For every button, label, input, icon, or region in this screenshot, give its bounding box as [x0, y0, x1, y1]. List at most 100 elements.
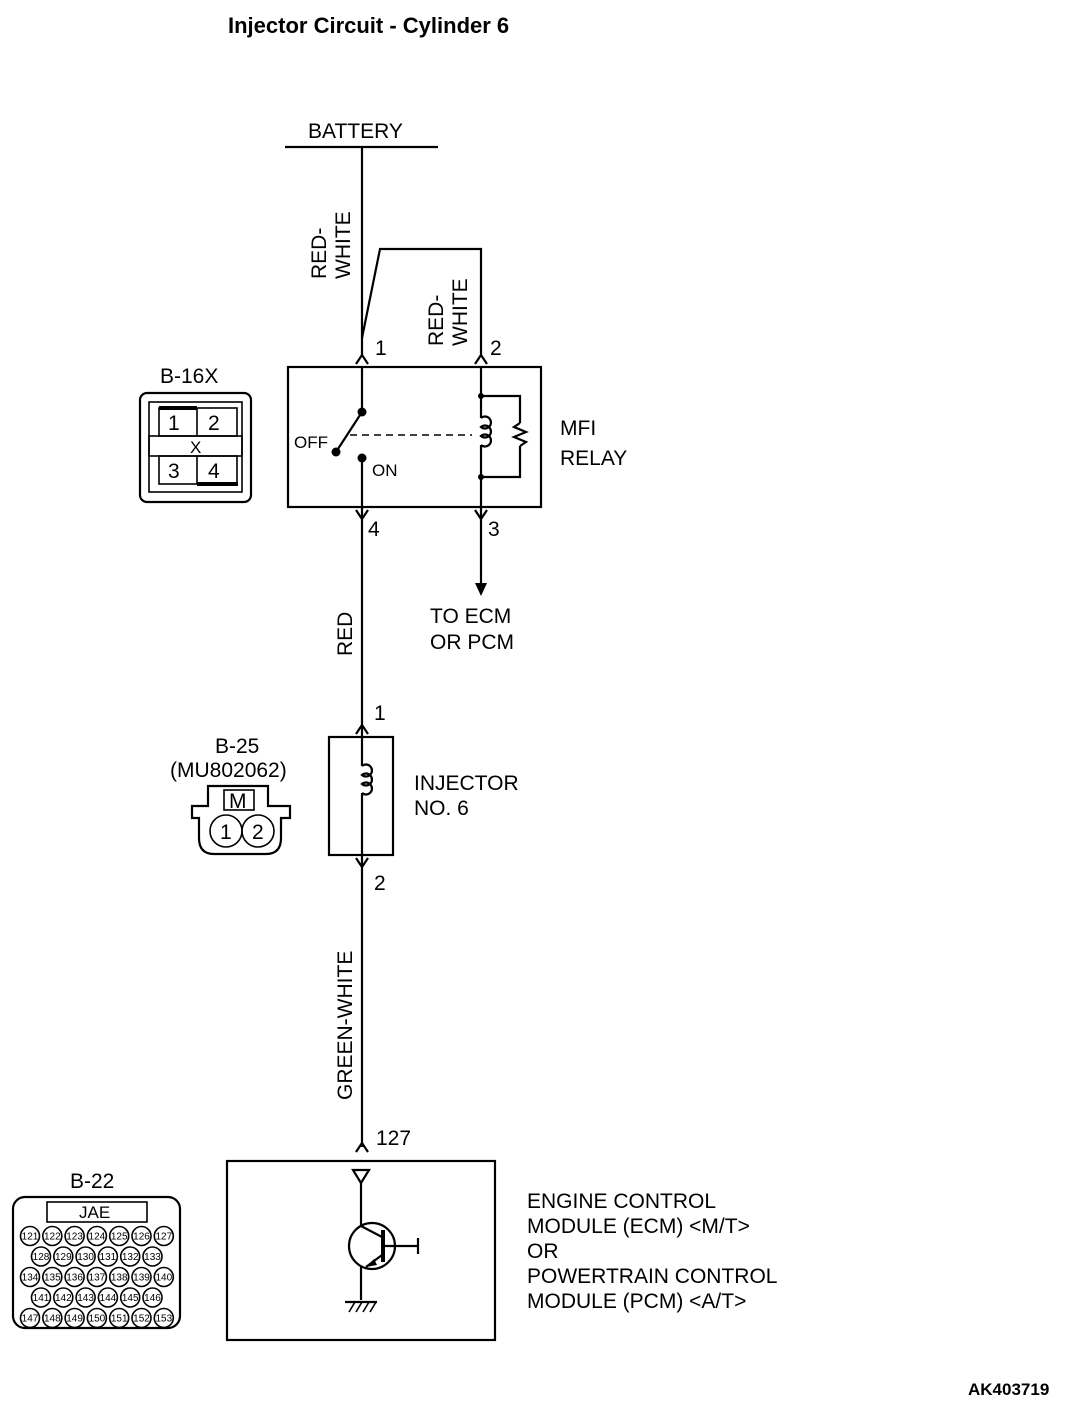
b16x-cell: 2: [208, 412, 220, 435]
mfi-relay-label-2: RELAY: [560, 447, 627, 470]
b22-pin-label: 138: [111, 1273, 128, 1284]
b22-pin: [153, 1307, 175, 1329]
b22-pin: [142, 1246, 163, 1267]
ecm-label-line: POWERTRAIN CONTROL: [527, 1265, 777, 1288]
b22-pin-label: 152: [133, 1314, 150, 1325]
mfi-relay-body: [286, 365, 543, 509]
b22-pin-label: 131: [100, 1252, 117, 1263]
switch-off-label: OFF: [294, 433, 328, 452]
b22-pin: [19, 1225, 41, 1247]
injector-label-1: INJECTOR: [414, 772, 519, 795]
arrow-down-icon: [475, 583, 487, 596]
wire-label-line: RED-: [425, 295, 448, 346]
b22-pin-label: 143: [77, 1293, 94, 1304]
injector-pin-2: 2: [374, 872, 386, 895]
b22-pin: [86, 1266, 108, 1288]
relay-pin-4: 4: [368, 518, 380, 541]
b22-pin: [41, 1266, 63, 1288]
b22-pin: [75, 1287, 96, 1308]
wire-label-green-white: GREEN-WHITE: [334, 951, 357, 1100]
b22-pin-label: 149: [66, 1314, 83, 1325]
b22-pin-label: 126: [133, 1232, 150, 1243]
relay-pin-2: 2: [490, 337, 502, 360]
b22-pin-label: 130: [77, 1252, 94, 1263]
wire-label-red-white-left: RED- WHITE: [308, 211, 355, 279]
b22-pin-label: 146: [144, 1293, 161, 1304]
b22-pin: [41, 1307, 63, 1329]
b22-pin-label: 140: [155, 1273, 172, 1284]
b22-pin-label: 129: [55, 1252, 72, 1263]
figure-code: AK403719: [968, 1380, 1049, 1399]
b22-pin-label: 123: [66, 1232, 83, 1243]
b22-pin-label: 133: [144, 1252, 161, 1263]
mfi-relay: 1 2 3 4 OFF ON MFI RELAY: [286, 337, 627, 541]
b22-pin: [64, 1307, 85, 1329]
b22-pin-label: 135: [44, 1273, 61, 1284]
b25-pin: 2: [252, 821, 264, 844]
b16x-cell: 4: [208, 460, 220, 483]
b22-pin-label: 141: [33, 1293, 50, 1304]
ecm-label: ENGINE CONTROL MODULE (ECM) <M/T> OR POW…: [527, 1190, 783, 1313]
b25-pin: 1: [220, 821, 232, 844]
b22-pin-label: 150: [89, 1314, 106, 1325]
wire-label-red: RED: [334, 612, 357, 656]
b22-pin-label: 137: [89, 1273, 106, 1284]
b22-pin-label: 122: [44, 1232, 61, 1243]
b22-pin-label: 125: [111, 1232, 128, 1243]
b22-pin-label: 128: [33, 1252, 50, 1263]
b22-pin-label: 132: [122, 1252, 139, 1263]
ecm-label-line: MODULE (PCM) <A/T>: [527, 1290, 746, 1313]
b25-key: M: [229, 790, 247, 813]
b22-pin: [30, 1246, 52, 1267]
b22-pin-label: 121: [22, 1232, 39, 1243]
b22-pin: [131, 1225, 152, 1247]
relay-output-label-2: OR PCM: [430, 631, 514, 654]
b22-pin-label: 151: [111, 1314, 128, 1325]
b22-pin-label: 144: [100, 1293, 117, 1304]
mfi-relay-label-1: MFI: [560, 417, 596, 440]
b22-pin-label: 136: [66, 1273, 83, 1284]
b22-pin: [108, 1225, 130, 1247]
b22-pin: [30, 1287, 52, 1308]
b16x-cell: 3: [168, 460, 180, 483]
b22-pin-label: 145: [122, 1293, 139, 1304]
connector-b22-name: B-22: [70, 1170, 114, 1193]
b22-pin: [86, 1225, 108, 1247]
b22-pin-label: 142: [55, 1293, 72, 1304]
wire-label-line: WHITE: [332, 211, 355, 279]
battery-label: BATTERY: [308, 120, 403, 143]
b22-pin: [119, 1246, 141, 1267]
wire-label-line: WHITE: [449, 278, 472, 346]
b22-pin-label: 124: [89, 1232, 106, 1243]
wire-label-line: RED-: [308, 228, 331, 279]
b22-pin: [108, 1266, 130, 1288]
b22-pin-label: 153: [155, 1314, 172, 1325]
b22-pin: [131, 1307, 152, 1329]
ecm-body: [225, 1159, 497, 1342]
ecm-label-line: MODULE (ECM) <M/T>: [527, 1215, 750, 1238]
battery: BATTERY: [285, 120, 438, 149]
ecm-module: ENGINE CONTROL MODULE (ECM) <M/T> OR POW…: [225, 1159, 783, 1342]
diagram-title: Injector Circuit - Cylinder 6: [228, 13, 509, 38]
b22-pin: [52, 1246, 74, 1267]
b22-pin: [19, 1266, 41, 1288]
b22-pin-label: 139: [133, 1273, 150, 1284]
ecm-label-line: OR: [527, 1240, 559, 1263]
relay-pin-1: 1: [375, 337, 387, 360]
b16x-cell: X: [190, 438, 201, 457]
relay-resistor-icon: [511, 422, 529, 447]
b22-pin-label: 148: [44, 1314, 61, 1325]
b22-header: JAE: [79, 1203, 110, 1222]
b16x-cell: 1: [168, 412, 180, 435]
relay-pin-3: 3: [488, 518, 500, 541]
injector-no6: 1 2 INJECTOR NO. 6: [327, 702, 519, 895]
connector-b16x-name: B-16X: [160, 365, 218, 388]
injector-pin-1: 1: [374, 702, 386, 725]
relay-coil-icon: [479, 415, 493, 448]
ecm-pin-127: 127: [376, 1127, 411, 1150]
b22-pin: [153, 1266, 175, 1288]
switch-on-label: ON: [372, 461, 398, 480]
b22-pin: [108, 1307, 130, 1329]
